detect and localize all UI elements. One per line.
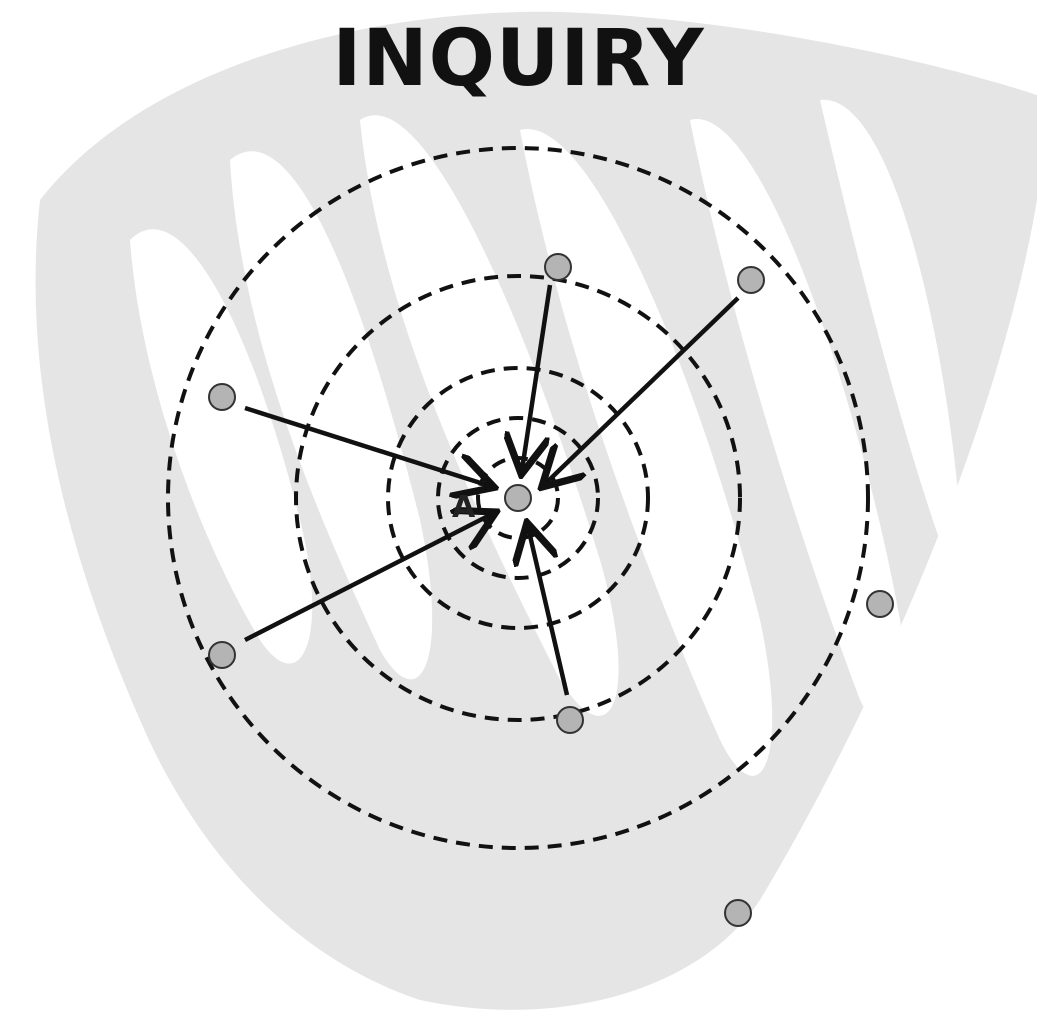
node-bottom-left xyxy=(209,642,235,668)
node-left xyxy=(209,384,235,410)
node-top-right xyxy=(738,267,764,293)
center-node xyxy=(505,485,531,511)
node-right xyxy=(867,591,893,617)
node-bottom-far xyxy=(725,900,751,926)
node-top xyxy=(545,254,571,280)
center-label: A xyxy=(452,490,476,525)
diagram-title: INQUIRY xyxy=(0,14,1037,104)
node-bottom xyxy=(557,707,583,733)
